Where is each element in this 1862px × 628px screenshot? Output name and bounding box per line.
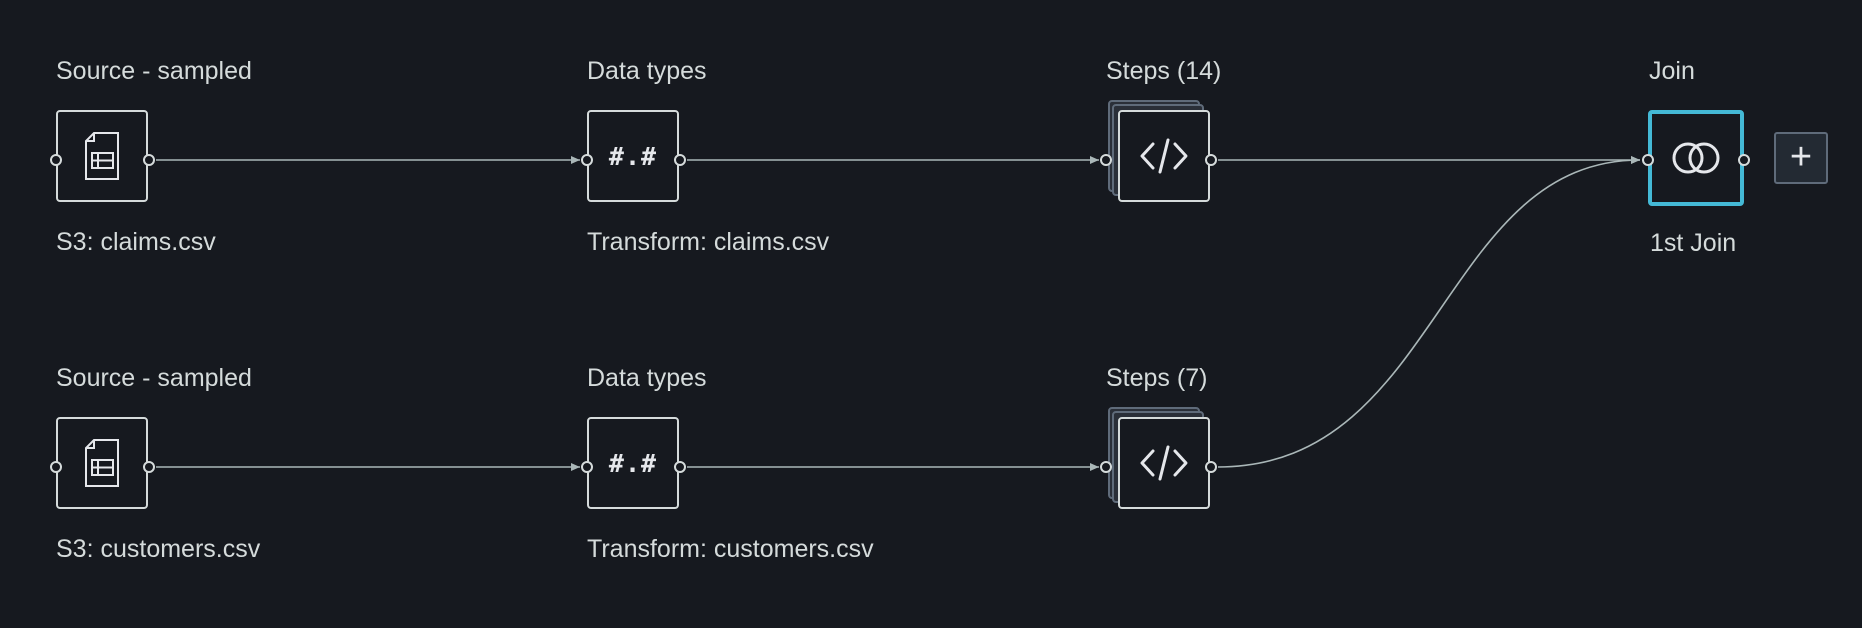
join-title: Join xyxy=(1649,57,1695,85)
join-output-port[interactable] xyxy=(1738,154,1750,166)
datatypes-node-1[interactable]: #.# xyxy=(587,110,679,202)
datatypes-node-2[interactable]: #.# xyxy=(587,417,679,509)
steps-title-1: Steps (14) xyxy=(1106,57,1222,85)
source-2-input-port[interactable] xyxy=(50,461,62,473)
datatypes-caption-2: Transform: customers.csv xyxy=(587,535,874,563)
data-types-icon: #.# xyxy=(608,141,658,171)
join-input-port[interactable] xyxy=(1642,154,1654,166)
steps-2-output-port[interactable] xyxy=(1205,461,1217,473)
data-types-icon: #.# xyxy=(608,448,658,478)
datatypes-caption-1: Transform: claims.csv xyxy=(587,228,830,256)
steps-node-1[interactable] xyxy=(1118,110,1210,202)
csv-file-icon xyxy=(58,419,146,507)
join-caption: 1st Join xyxy=(1650,229,1737,257)
source-1-output-port[interactable] xyxy=(143,154,155,166)
steps-1-input-port[interactable] xyxy=(1100,154,1112,166)
steps-title-2: Steps (7) xyxy=(1106,364,1208,392)
plus-icon: + xyxy=(1789,136,1813,178)
source-node-2[interactable] xyxy=(56,417,148,509)
source-caption-1: S3: claims.csv xyxy=(56,228,216,256)
datatypes-2-input-port[interactable] xyxy=(581,461,593,473)
steps-node-2[interactable] xyxy=(1118,417,1210,509)
datatypes-2-output-port[interactable] xyxy=(674,461,686,473)
datatypes-1-input-port[interactable] xyxy=(581,154,593,166)
datatypes-1-output-port[interactable] xyxy=(674,154,686,166)
source-title-2: Source - sampled xyxy=(56,364,252,392)
source-1-input-port[interactable] xyxy=(50,154,62,166)
steps-2-input-port[interactable] xyxy=(1100,461,1112,473)
code-icon xyxy=(1120,419,1208,507)
join-icon xyxy=(1652,114,1740,202)
code-icon xyxy=(1120,112,1208,200)
datatypes-title-2: Data types xyxy=(587,364,707,392)
join-node[interactable] xyxy=(1648,110,1744,206)
source-2-output-port[interactable] xyxy=(143,461,155,473)
add-step-button[interactable]: + xyxy=(1774,132,1828,184)
source-node-1[interactable] xyxy=(56,110,148,202)
csv-file-icon xyxy=(58,112,146,200)
steps-1-output-port[interactable] xyxy=(1205,154,1217,166)
edge-steps-to-join-2[interactable] xyxy=(1217,156,1641,468)
source-caption-2: S3: customers.csv xyxy=(56,535,261,563)
datatypes-title-1: Data types xyxy=(587,57,707,85)
source-title-1: Source - sampled xyxy=(56,57,252,85)
